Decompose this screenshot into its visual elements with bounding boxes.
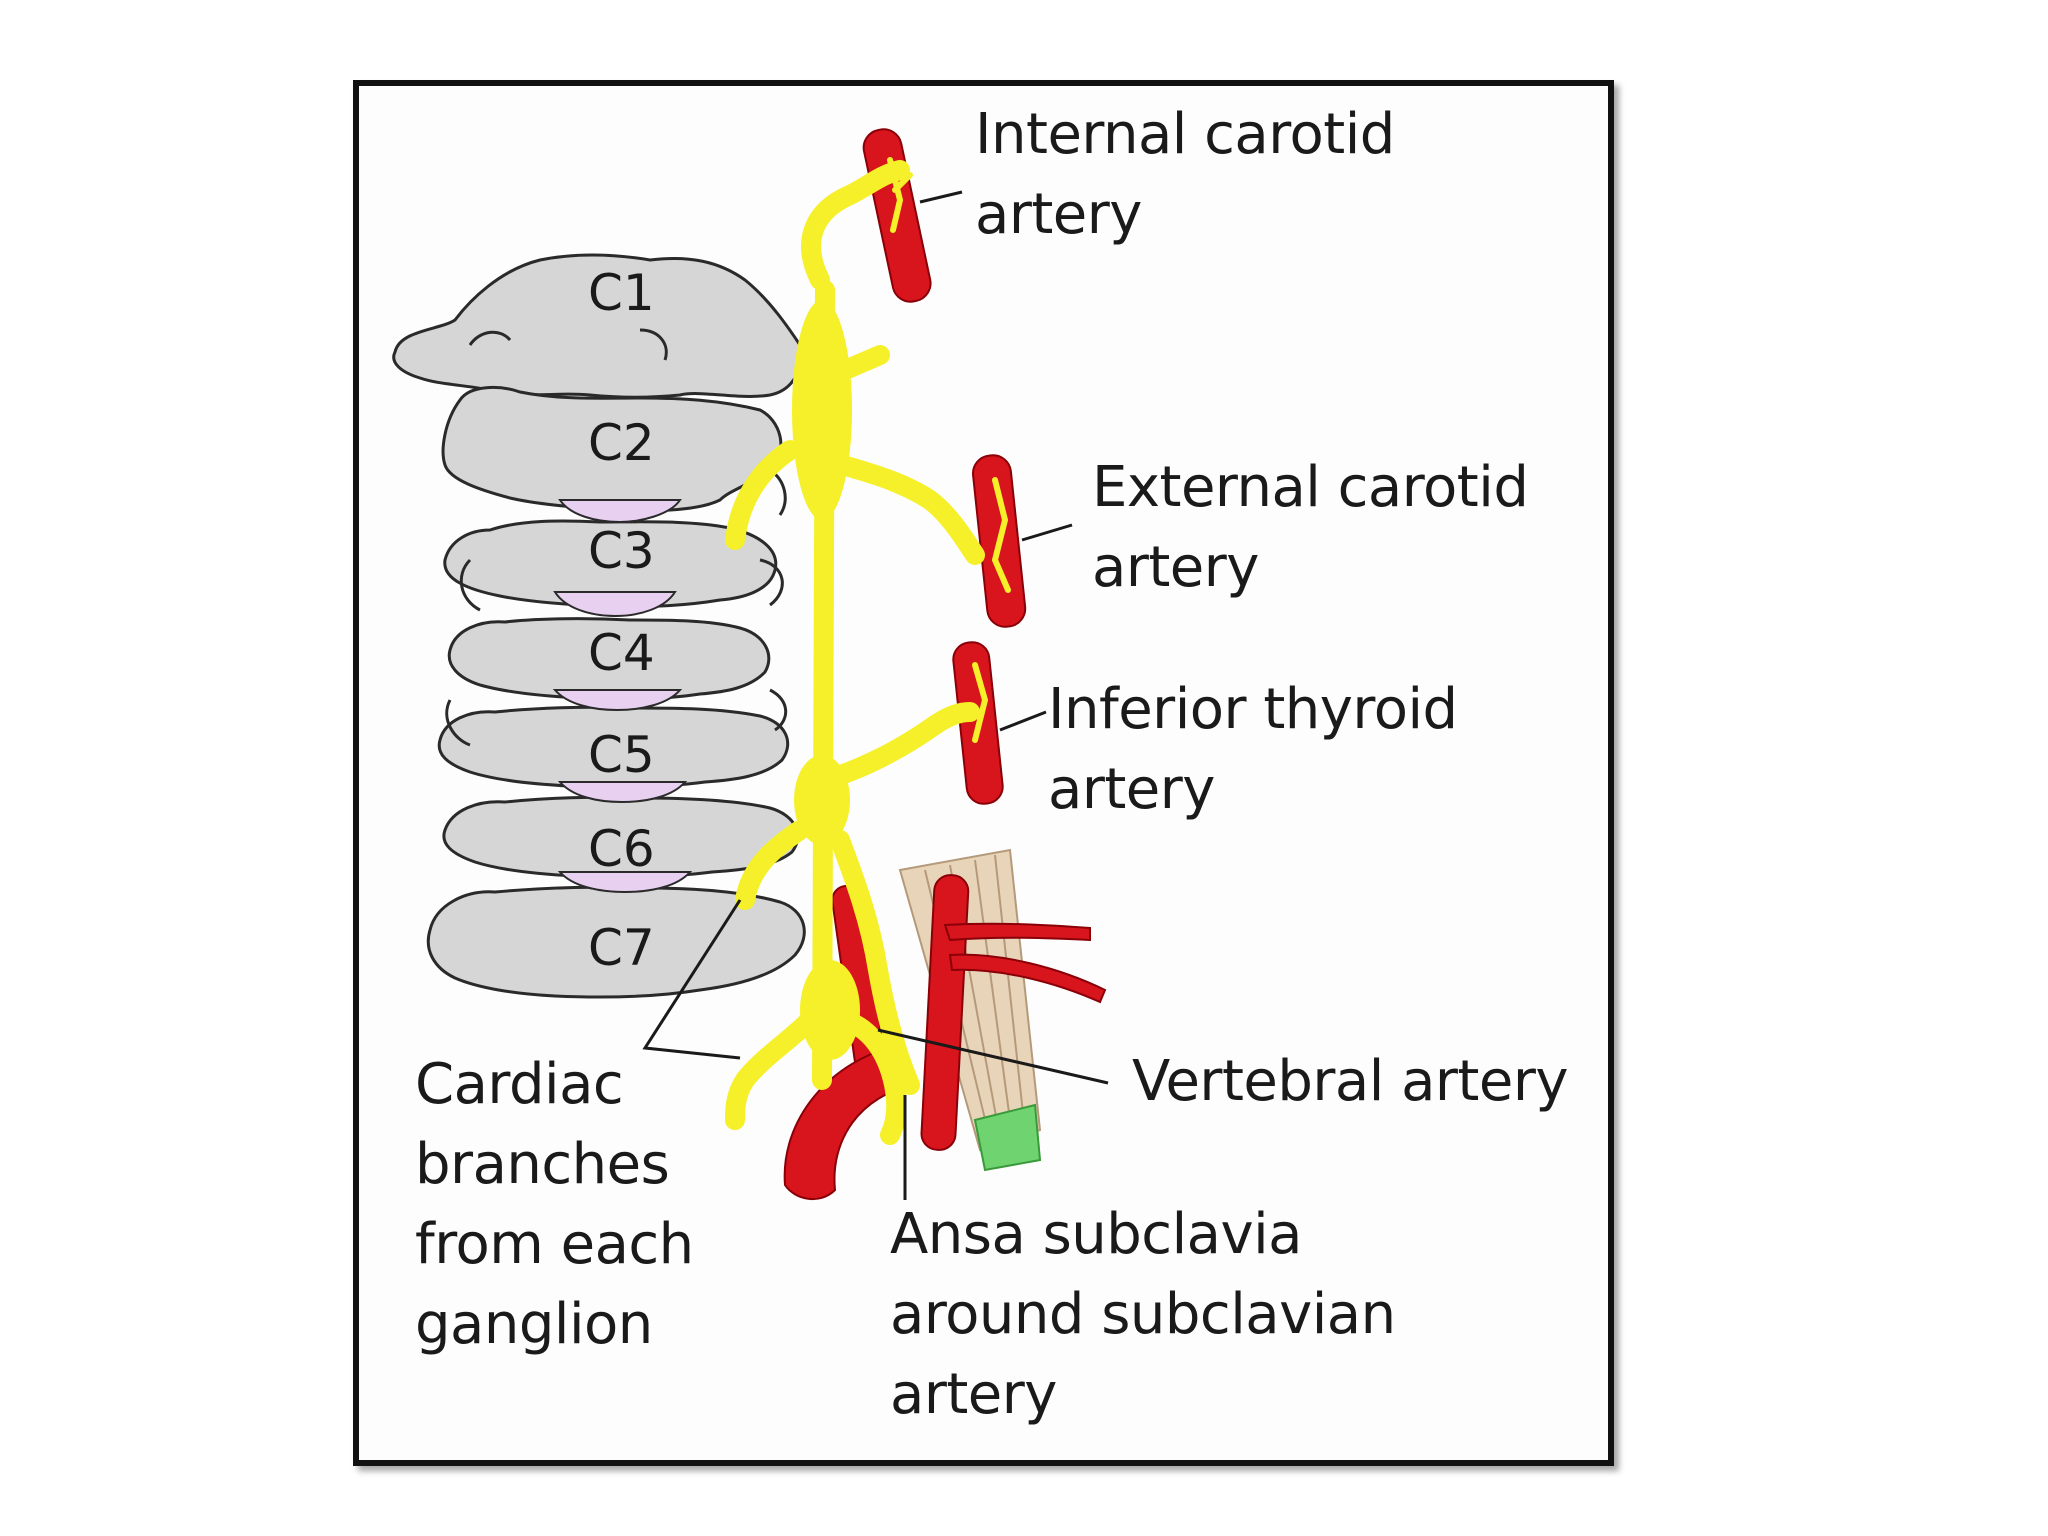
label-ansa-line2: around subclavian (890, 1282, 1396, 1347)
vertebra-label-c3: C3 (588, 522, 655, 580)
artery-branch-upper (943, 922, 1091, 942)
artery-branch-lower (948, 953, 1107, 1004)
label-ansa-line3: artery (890, 1362, 1057, 1427)
leader-internal-carotid (919, 190, 963, 204)
disc-c4-c5 (552, 689, 683, 712)
label-inferior-thyroid-line1: Inferior thyroid (1048, 677, 1458, 742)
vertebra-c3-shape (443, 519, 778, 609)
label-internal-carotid-line2: artery (975, 182, 1142, 247)
intervertebral-discs (552, 499, 693, 894)
label-cardiac-line3: from each (415, 1212, 694, 1277)
label-external-carotid-line1: External carotid (1092, 455, 1529, 520)
superior-cervical-ganglion (792, 300, 852, 520)
label-vertebral-artery-line1: Vertebral artery (1132, 1049, 1569, 1114)
inferior-cervical-ganglion (800, 960, 860, 1060)
vertebra-c4-shape (447, 617, 771, 701)
cervical-spine (392, 253, 806, 999)
label-internal-carotid: Internal carotid artery (975, 95, 1395, 255)
vertebra-label-c2: C2 (588, 414, 655, 472)
disc-c3-c4 (553, 591, 677, 618)
sympathetic-trunk (725, 157, 1011, 1145)
vertebra-c5-shape (437, 705, 790, 789)
common-carotid-shape (920, 874, 970, 1151)
label-external-carotid-line2: artery (1092, 535, 1259, 600)
scalene-muscle (898, 848, 1042, 1172)
disc-c5-c6 (557, 781, 688, 804)
vertebra-label-c4: C4 (588, 624, 655, 682)
disc-c6-c7 (557, 871, 693, 894)
label-inferior-thyroid-line2: artery (1048, 757, 1215, 822)
leader-lines (642, 190, 1109, 1200)
vertebra-labels: C1 C2 C3 C4 C5 C6 C7 (588, 264, 655, 977)
leader-external-carotid (1021, 523, 1073, 542)
arteries (783, 128, 1107, 1201)
disc-c2-c3 (558, 499, 682, 524)
label-ansa-subclavia: Ansa subclavia around subclavian artery (890, 1195, 1396, 1435)
label-ansa-line1: Ansa subclavia (890, 1202, 1302, 1267)
vertebra-label-c7: C7 (588, 919, 655, 977)
vertebra-label-c6: C6 (588, 820, 655, 878)
label-cardiac-line4: ganglion (415, 1292, 653, 1357)
label-vertebral-artery: Vertebral artery (1132, 1042, 1569, 1122)
label-external-carotid: External carotid artery (1092, 448, 1529, 608)
label-internal-carotid-line1: Internal carotid (975, 102, 1395, 167)
label-cardiac-branches: Cardiac branches from each ganglion (415, 1045, 694, 1365)
label-cardiac-line2: branches (415, 1132, 670, 1197)
vertebra-label-c5: C5 (588, 726, 655, 784)
label-inferior-thyroid: Inferior thyroid artery (1048, 670, 1458, 830)
vertebra-c6-shape (442, 795, 800, 879)
vertebra-label-c1: C1 (588, 264, 655, 322)
middle-cervical-ganglion (794, 755, 850, 845)
leader-cardiac (642, 899, 742, 1060)
muscle-tendon-end (973, 1103, 1042, 1172)
subclavian-artery-shape (783, 1043, 917, 1201)
leader-vertebral (877, 1028, 1109, 1085)
vertebra-c7-shape (426, 885, 806, 999)
label-cardiac-line1: Cardiac (415, 1052, 624, 1117)
leader-inferior-thyroid (999, 710, 1047, 732)
